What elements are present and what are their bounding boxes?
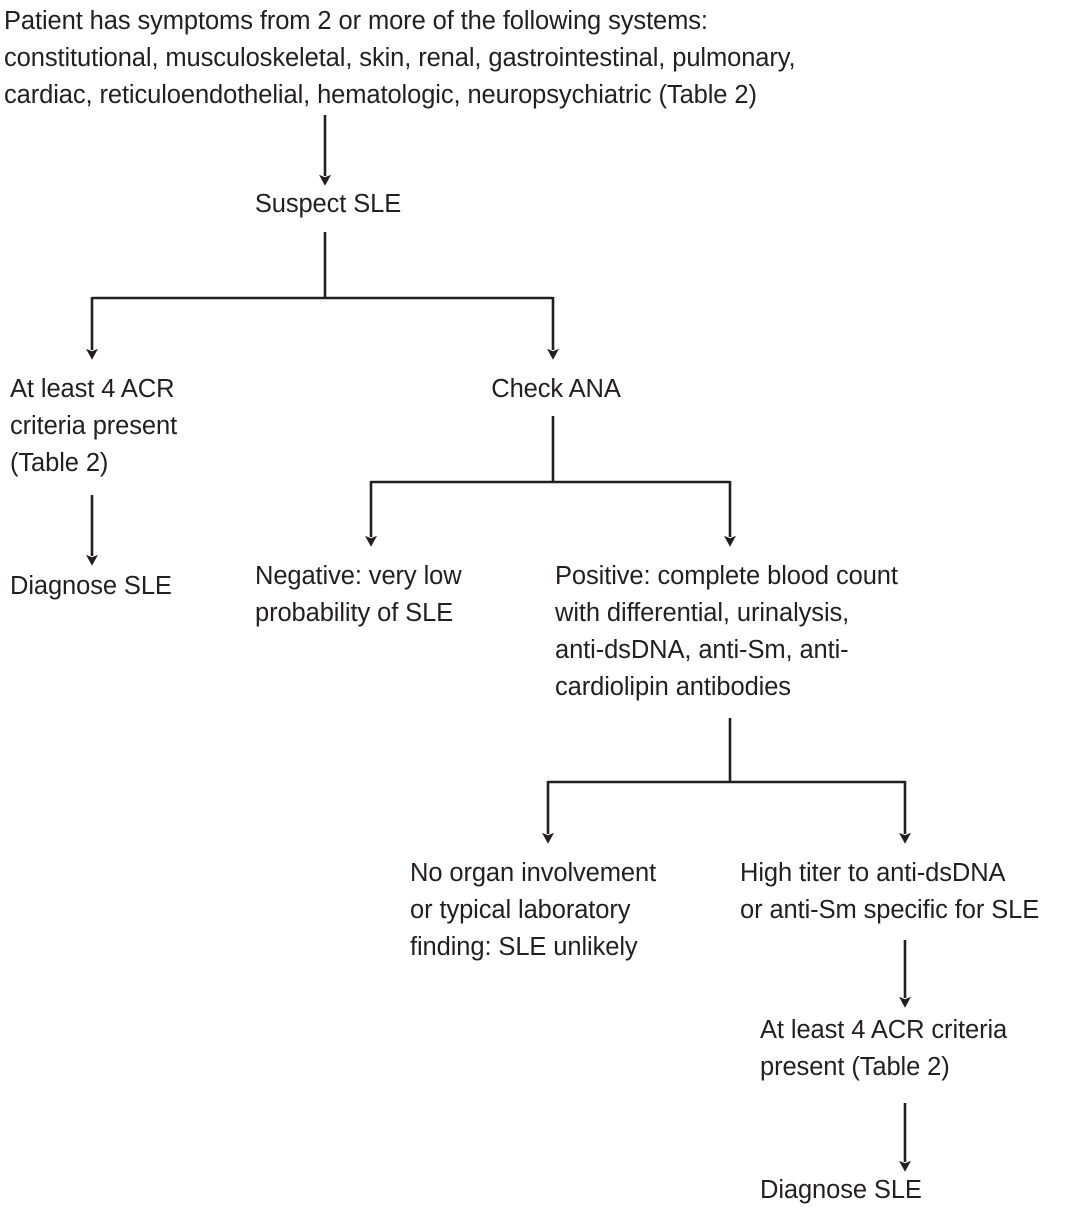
node-check-ana: Check ANA — [491, 375, 621, 403]
node-no-organ-involvement: No organ involvement or typical laborato… — [410, 859, 657, 961]
node-ana-negative: Negative: very low probability of SLE — [255, 562, 462, 627]
connector-ana-split — [365, 416, 736, 547]
node-acr-criteria-left: At least 4 ACR criteria present (Table 2… — [10, 375, 178, 477]
connector-positive-split — [542, 718, 911, 844]
node-diagnose-sle-right: Diagnose SLE — [760, 1176, 922, 1204]
node-diagnose-sle-left: Diagnose SLE — [10, 572, 172, 600]
node-suspect-sle: Suspect SLE — [254, 190, 402, 218]
node-ana-positive: Positive: complete blood count with diff… — [555, 562, 898, 701]
node-high-titer: High titer to anti-dsDNA or anti-Sm spec… — [740, 859, 1040, 924]
node-intro-symptoms: Patient has symptoms from 2 or more of t… — [4, 7, 796, 109]
node-acr-criteria-right: At least 4 ACR criteria present (Table 2… — [760, 1016, 1008, 1081]
connector-suspect-split — [86, 232, 559, 360]
